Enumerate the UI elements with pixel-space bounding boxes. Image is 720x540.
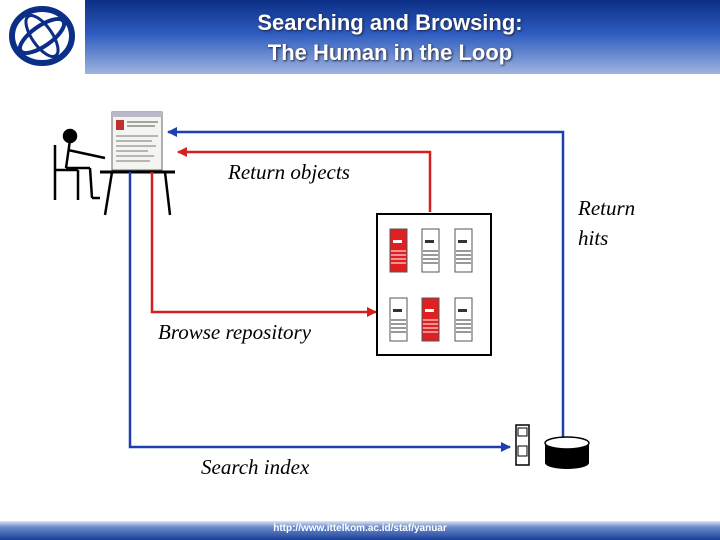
search-index-label: Search index <box>201 455 310 479</box>
globe-logo-icon <box>9 6 75 66</box>
browser-window-icon <box>111 111 163 171</box>
return-objects-label: Return objects <box>228 160 350 184</box>
slide-title: Searching and Browsing: The Human in the… <box>150 8 630 68</box>
browse-repository-arrow <box>150 172 377 317</box>
slide-header: Searching and Browsing: The Human in the… <box>0 0 720 75</box>
search-index-arrow <box>128 172 511 452</box>
document-icon <box>421 228 440 273</box>
disk-database-icon <box>544 436 590 469</box>
server-icon <box>515 424 530 466</box>
return-hits-label-line-1: Return <box>578 196 636 220</box>
return-objects-arrow <box>177 147 432 212</box>
logo-area <box>0 0 85 74</box>
header-band <box>85 0 720 74</box>
document-icon <box>454 228 473 273</box>
return-hits-arrow <box>167 127 565 440</box>
title-line-1: Searching and Browsing: <box>257 10 523 35</box>
return-hits-label-line-2: hits <box>578 226 609 250</box>
title-line-2: The Human in the Loop <box>267 40 513 65</box>
document-icon <box>454 297 473 342</box>
document-icon <box>389 228 408 273</box>
footer-url: http://www.ittelkom.ac.id/staf/yanuar <box>273 523 447 534</box>
document-icon <box>389 297 408 342</box>
browse-repository-label: Browse repository <box>158 320 312 344</box>
person-at-desk-icon <box>53 128 175 216</box>
slide-footer: http://www.ittelkom.ac.id/staf/yanuar <box>0 521 720 540</box>
document-icon <box>421 297 440 342</box>
